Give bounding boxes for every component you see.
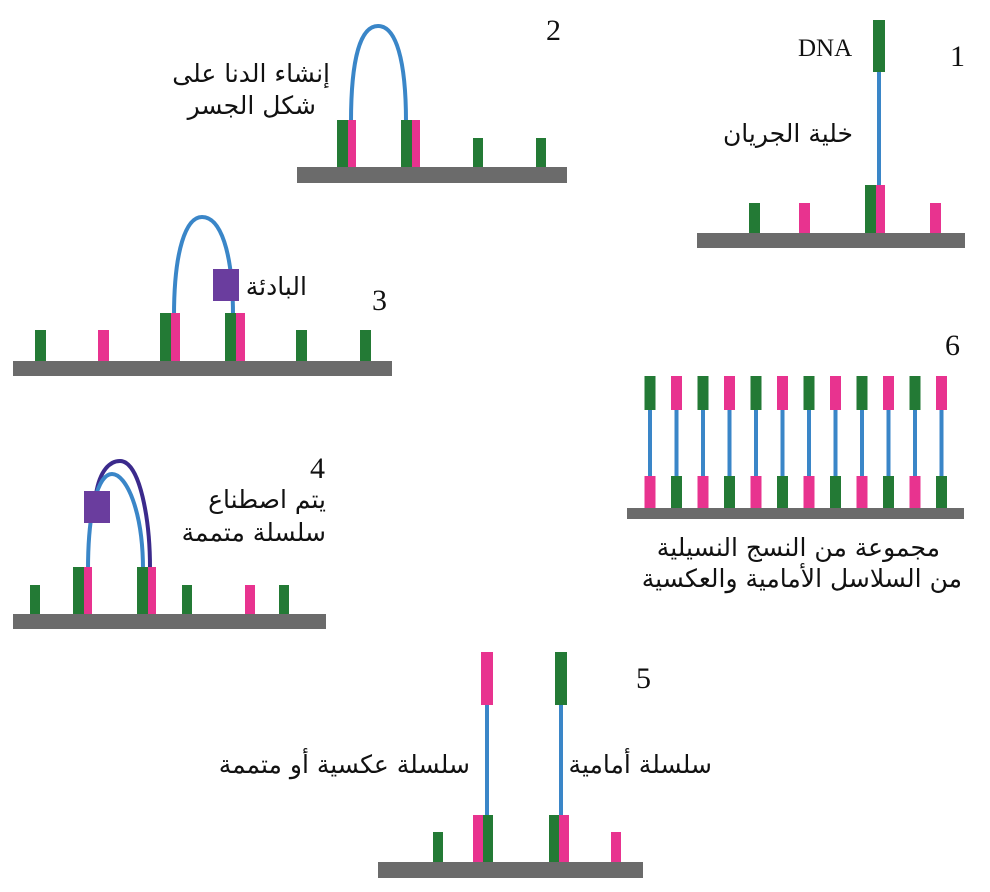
step-number: 4 [310, 452, 325, 485]
cluster-bottom-adapter [724, 476, 735, 508]
dna-adapter-top [873, 20, 885, 72]
adapter-green [137, 567, 148, 614]
adapter-green [296, 330, 307, 361]
flow-cell-surface [297, 167, 567, 183]
adapter-pink [559, 815, 569, 862]
adapter-green [160, 313, 171, 361]
cluster-top-adapter [777, 376, 788, 410]
synthesis-label-line2: سلسلة متممة [182, 518, 326, 547]
cluster-bottom-adapter [644, 476, 656, 508]
adapter-pink [171, 313, 180, 361]
cluster-bottom-adapter [936, 476, 947, 508]
cluster-top-adapter [936, 376, 947, 410]
cluster-top-adapter [830, 376, 841, 410]
primer-block [84, 491, 110, 523]
synthesis-label-line1: يتم اصطناع [208, 485, 326, 515]
adapter-green [483, 815, 493, 862]
cluster-label-line1: مجموعة من النسج النسيلية [657, 533, 940, 563]
adapter-green [433, 832, 443, 862]
adapter-green [360, 330, 371, 361]
cluster-bottom-adapter [777, 476, 788, 508]
adapter-green [73, 567, 84, 614]
flow-cell-surface [13, 361, 392, 376]
panel-2: 2 إنشاء الدنا على شكل الجسر [172, 14, 567, 183]
dna-label: DNA [798, 35, 852, 62]
panel-6: 6 مجموعة من النسج النسيلية من السلاسل ال… [627, 329, 964, 594]
cluster-bottom-adapter [671, 476, 682, 508]
step-number: 1 [950, 40, 965, 73]
cluster-bottom-adapter [883, 476, 894, 508]
cluster-bottom-adapter [697, 476, 709, 508]
cluster-top-adapter [750, 376, 762, 410]
adapter-green [536, 138, 546, 167]
step-number: 3 [372, 284, 387, 317]
cluster-top-adapter [883, 376, 894, 410]
cluster-top-adapter [697, 376, 709, 410]
adapter-pink [611, 832, 621, 862]
cluster-top-adapter [644, 376, 656, 410]
adapter-pink [245, 585, 255, 614]
adapter-pink [148, 567, 156, 614]
primer-block [213, 269, 239, 301]
cluster-top-adapter [856, 376, 868, 410]
clonal-cluster-array [644, 376, 947, 508]
panel-5: 5 سلسلة عكسية أو متممة سلسلة أمامية [219, 652, 712, 878]
cluster-top-adapter [803, 376, 815, 410]
cluster-bottom-adapter [909, 476, 921, 508]
adapter-pink [348, 120, 356, 167]
forward-strand-top-adapter [555, 652, 567, 705]
adapter-pink [799, 203, 810, 233]
adapter-green [35, 330, 46, 361]
step-number: 6 [945, 329, 960, 362]
panel-4: 4 يتم اصطناع سلسلة متممة [13, 452, 326, 629]
step-number: 5 [636, 662, 651, 695]
adapter-green [337, 120, 348, 167]
bridge-label-line1: إنشاء الدنا على [172, 59, 330, 89]
adapter-green [225, 313, 236, 361]
step-number: 2 [546, 14, 561, 47]
bridge-label-line2: شكل الجسر [186, 91, 316, 120]
adapter-pink [412, 120, 420, 167]
cluster-top-adapter [724, 376, 735, 410]
primer-label: البادئة [246, 272, 307, 301]
adapter-green [30, 585, 40, 614]
cluster-bottom-adapter [856, 476, 868, 508]
adapter-green [473, 138, 483, 167]
adapter-pink [930, 203, 941, 233]
dna-bridge [349, 23, 408, 123]
cluster-bottom-adapter [750, 476, 762, 508]
adapter-pink [473, 815, 483, 862]
cluster-bottom-adapter [803, 476, 815, 508]
flow-cell-surface [378, 862, 643, 878]
cluster-bottom-adapter [830, 476, 841, 508]
adapter-pink [98, 330, 109, 361]
dna-bridge [172, 214, 235, 317]
forward-strand-label: سلسلة أمامية [569, 747, 712, 779]
flow-cell-surface [627, 508, 964, 519]
cluster-label-line2: من السلاسل الأمامية والعكسية [642, 562, 962, 594]
flow-cell-label: خلية الجريان [723, 119, 853, 148]
adapter-pink [876, 185, 885, 233]
synthesized-strand [94, 458, 152, 569]
panel-1: 1 DNA خلية الجريان [697, 20, 965, 248]
adapter-green [401, 120, 412, 167]
cluster-top-adapter [671, 376, 682, 410]
adapter-pink [84, 567, 92, 614]
adapter-green [279, 585, 289, 614]
adapter-green [182, 585, 192, 614]
cluster-top-adapter [909, 376, 921, 410]
reverse-strand-top-adapter [481, 652, 493, 705]
adapter-green [749, 203, 760, 233]
adapter-green [865, 185, 876, 233]
flow-cell-surface [13, 614, 326, 629]
adapter-green [549, 815, 559, 862]
adapter-pink [236, 313, 245, 361]
reverse-strand-label: سلسلة عكسية أو متممة [219, 747, 470, 780]
panel-3: 3 البادئة [13, 214, 392, 376]
flow-cell-surface [697, 233, 965, 248]
